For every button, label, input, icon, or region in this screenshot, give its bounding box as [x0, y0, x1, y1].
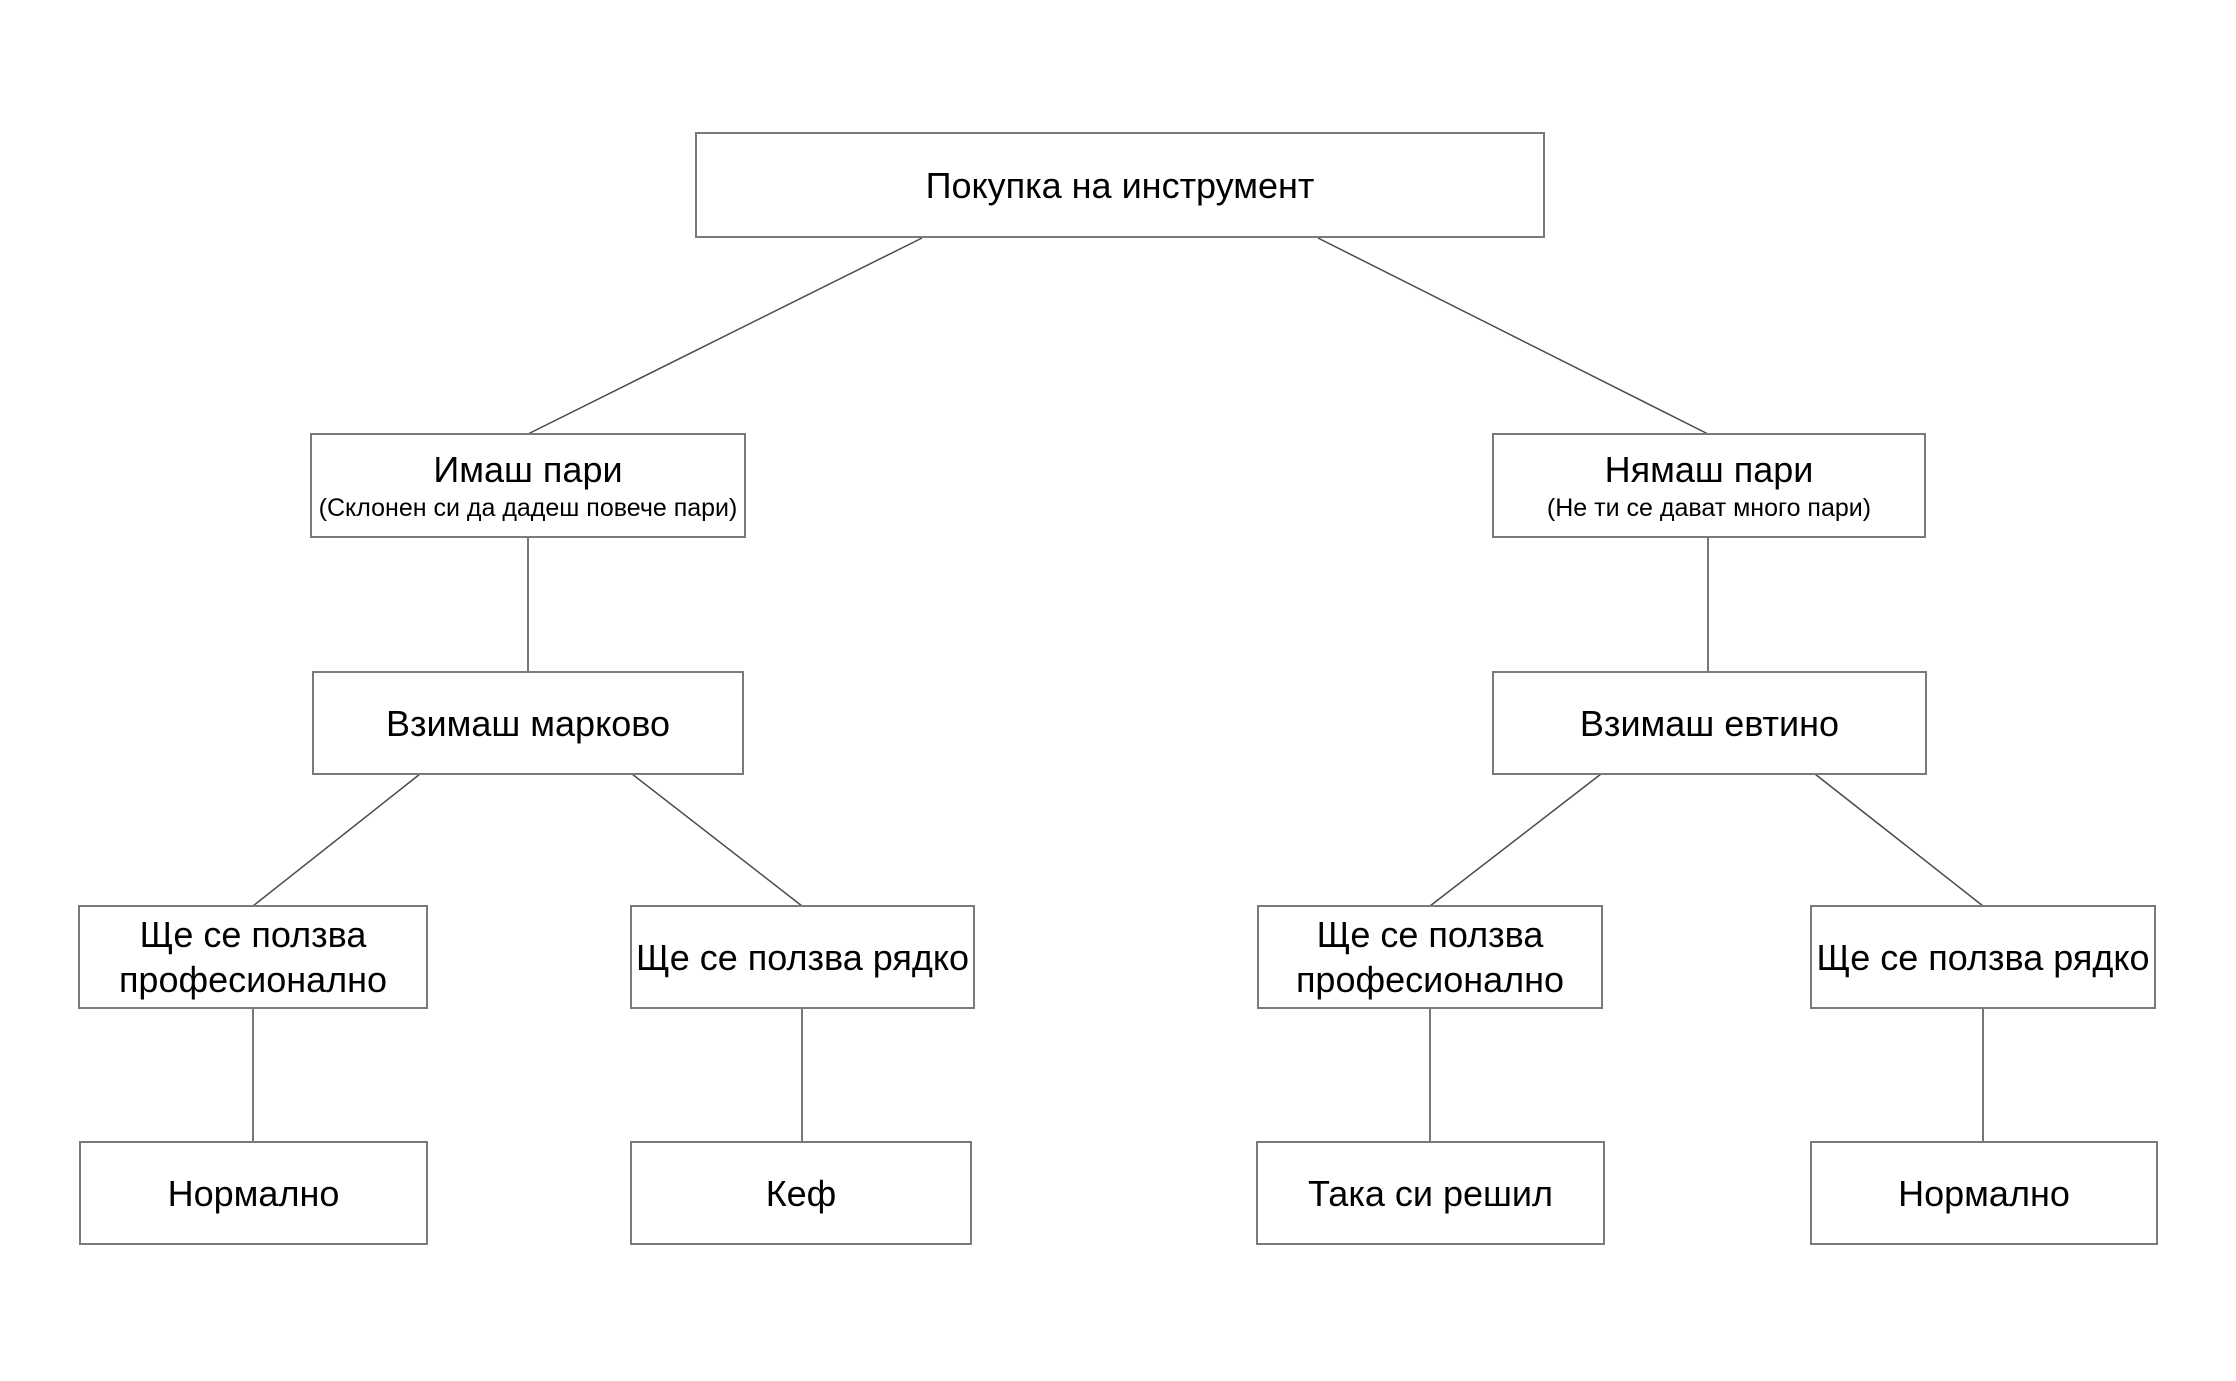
node-branded-rare-label: Ще се ползва рядко — [635, 936, 970, 978]
node-no-money-label: Нямаш пари — [1604, 448, 1814, 490]
connector-root-to-no-money — [1317, 237, 1709, 435]
node-take-cheap: Взимаш евтино — [1492, 671, 1927, 775]
node-cheap-professional-outcome-label: Така си решил — [1307, 1172, 1554, 1214]
node-branded-professional-outcome: Нормално — [79, 1141, 428, 1245]
node-cheap-professional-label: Ще се ползва професионално — [1295, 914, 1565, 1000]
node-cheap-rare-outcome: Нормално — [1810, 1141, 2158, 1245]
connector-branded-to-professional — [252, 773, 421, 907]
node-no-money: Нямаш пари (Не ти се дават много пари) — [1492, 433, 1926, 538]
connector-root-to-have-money — [527, 237, 923, 435]
node-have-money-note: (Склонен си да дадеш повече пари) — [318, 493, 738, 522]
node-branded-rare: Ще се ползва рядко — [630, 905, 975, 1009]
node-cheap-professional: Ще се ползва професионално — [1257, 905, 1603, 1009]
node-branded-rare-outcome: Кеф — [630, 1141, 972, 1245]
node-no-money-note: (Не ти се дават много пари) — [1546, 493, 1872, 522]
connector-cheap-to-rare — [1814, 773, 1984, 907]
node-branded-professional: Ще се ползва професионално — [78, 905, 428, 1009]
connector-branded-to-rare — [631, 773, 803, 907]
node-take-branded: Взимаш марково — [312, 671, 744, 775]
node-have-money: Имаш пари (Склонен си да дадеш повече па… — [310, 433, 746, 538]
node-branded-professional-outcome-label: Нормално — [167, 1172, 340, 1214]
node-take-cheap-label: Взимаш евтино — [1579, 702, 1840, 744]
node-cheap-rare-outcome-label: Нормално — [1898, 1172, 2070, 1214]
connector-cheap-to-professional — [1429, 773, 1602, 907]
node-take-branded-label: Взимаш марково — [386, 702, 670, 744]
node-root-label: Покупка на инструмент — [925, 164, 1315, 206]
node-cheap-rare-label: Ще се ползва рядко — [1816, 936, 2150, 978]
node-have-money-label: Имаш пари — [433, 448, 623, 490]
node-root: Покупка на инструмент — [695, 132, 1545, 238]
node-cheap-rare: Ще се ползва рядко — [1810, 905, 2156, 1009]
node-cheap-professional-outcome: Така си решил — [1256, 1141, 1605, 1245]
node-branded-rare-outcome-label: Кеф — [765, 1172, 837, 1214]
node-branded-professional-label: Ще се ползва професионално — [118, 914, 388, 1000]
